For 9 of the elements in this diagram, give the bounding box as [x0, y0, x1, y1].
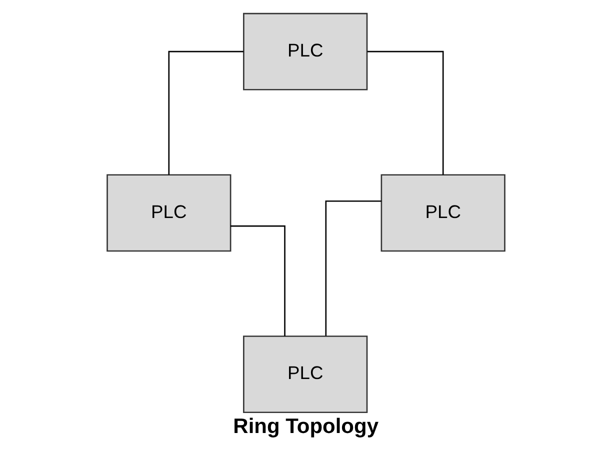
connector: [366, 50, 444, 175]
connector: [168, 50, 244, 175]
node-box: PLC: [242, 336, 368, 413]
connector: [230, 225, 285, 336]
caption: Ring Topology: [232, 415, 378, 438]
node-box: PLC: [380, 174, 505, 252]
node-box: PLC: [242, 12, 368, 90]
connector: [324, 200, 381, 336]
node-box: PLC: [106, 174, 231, 252]
